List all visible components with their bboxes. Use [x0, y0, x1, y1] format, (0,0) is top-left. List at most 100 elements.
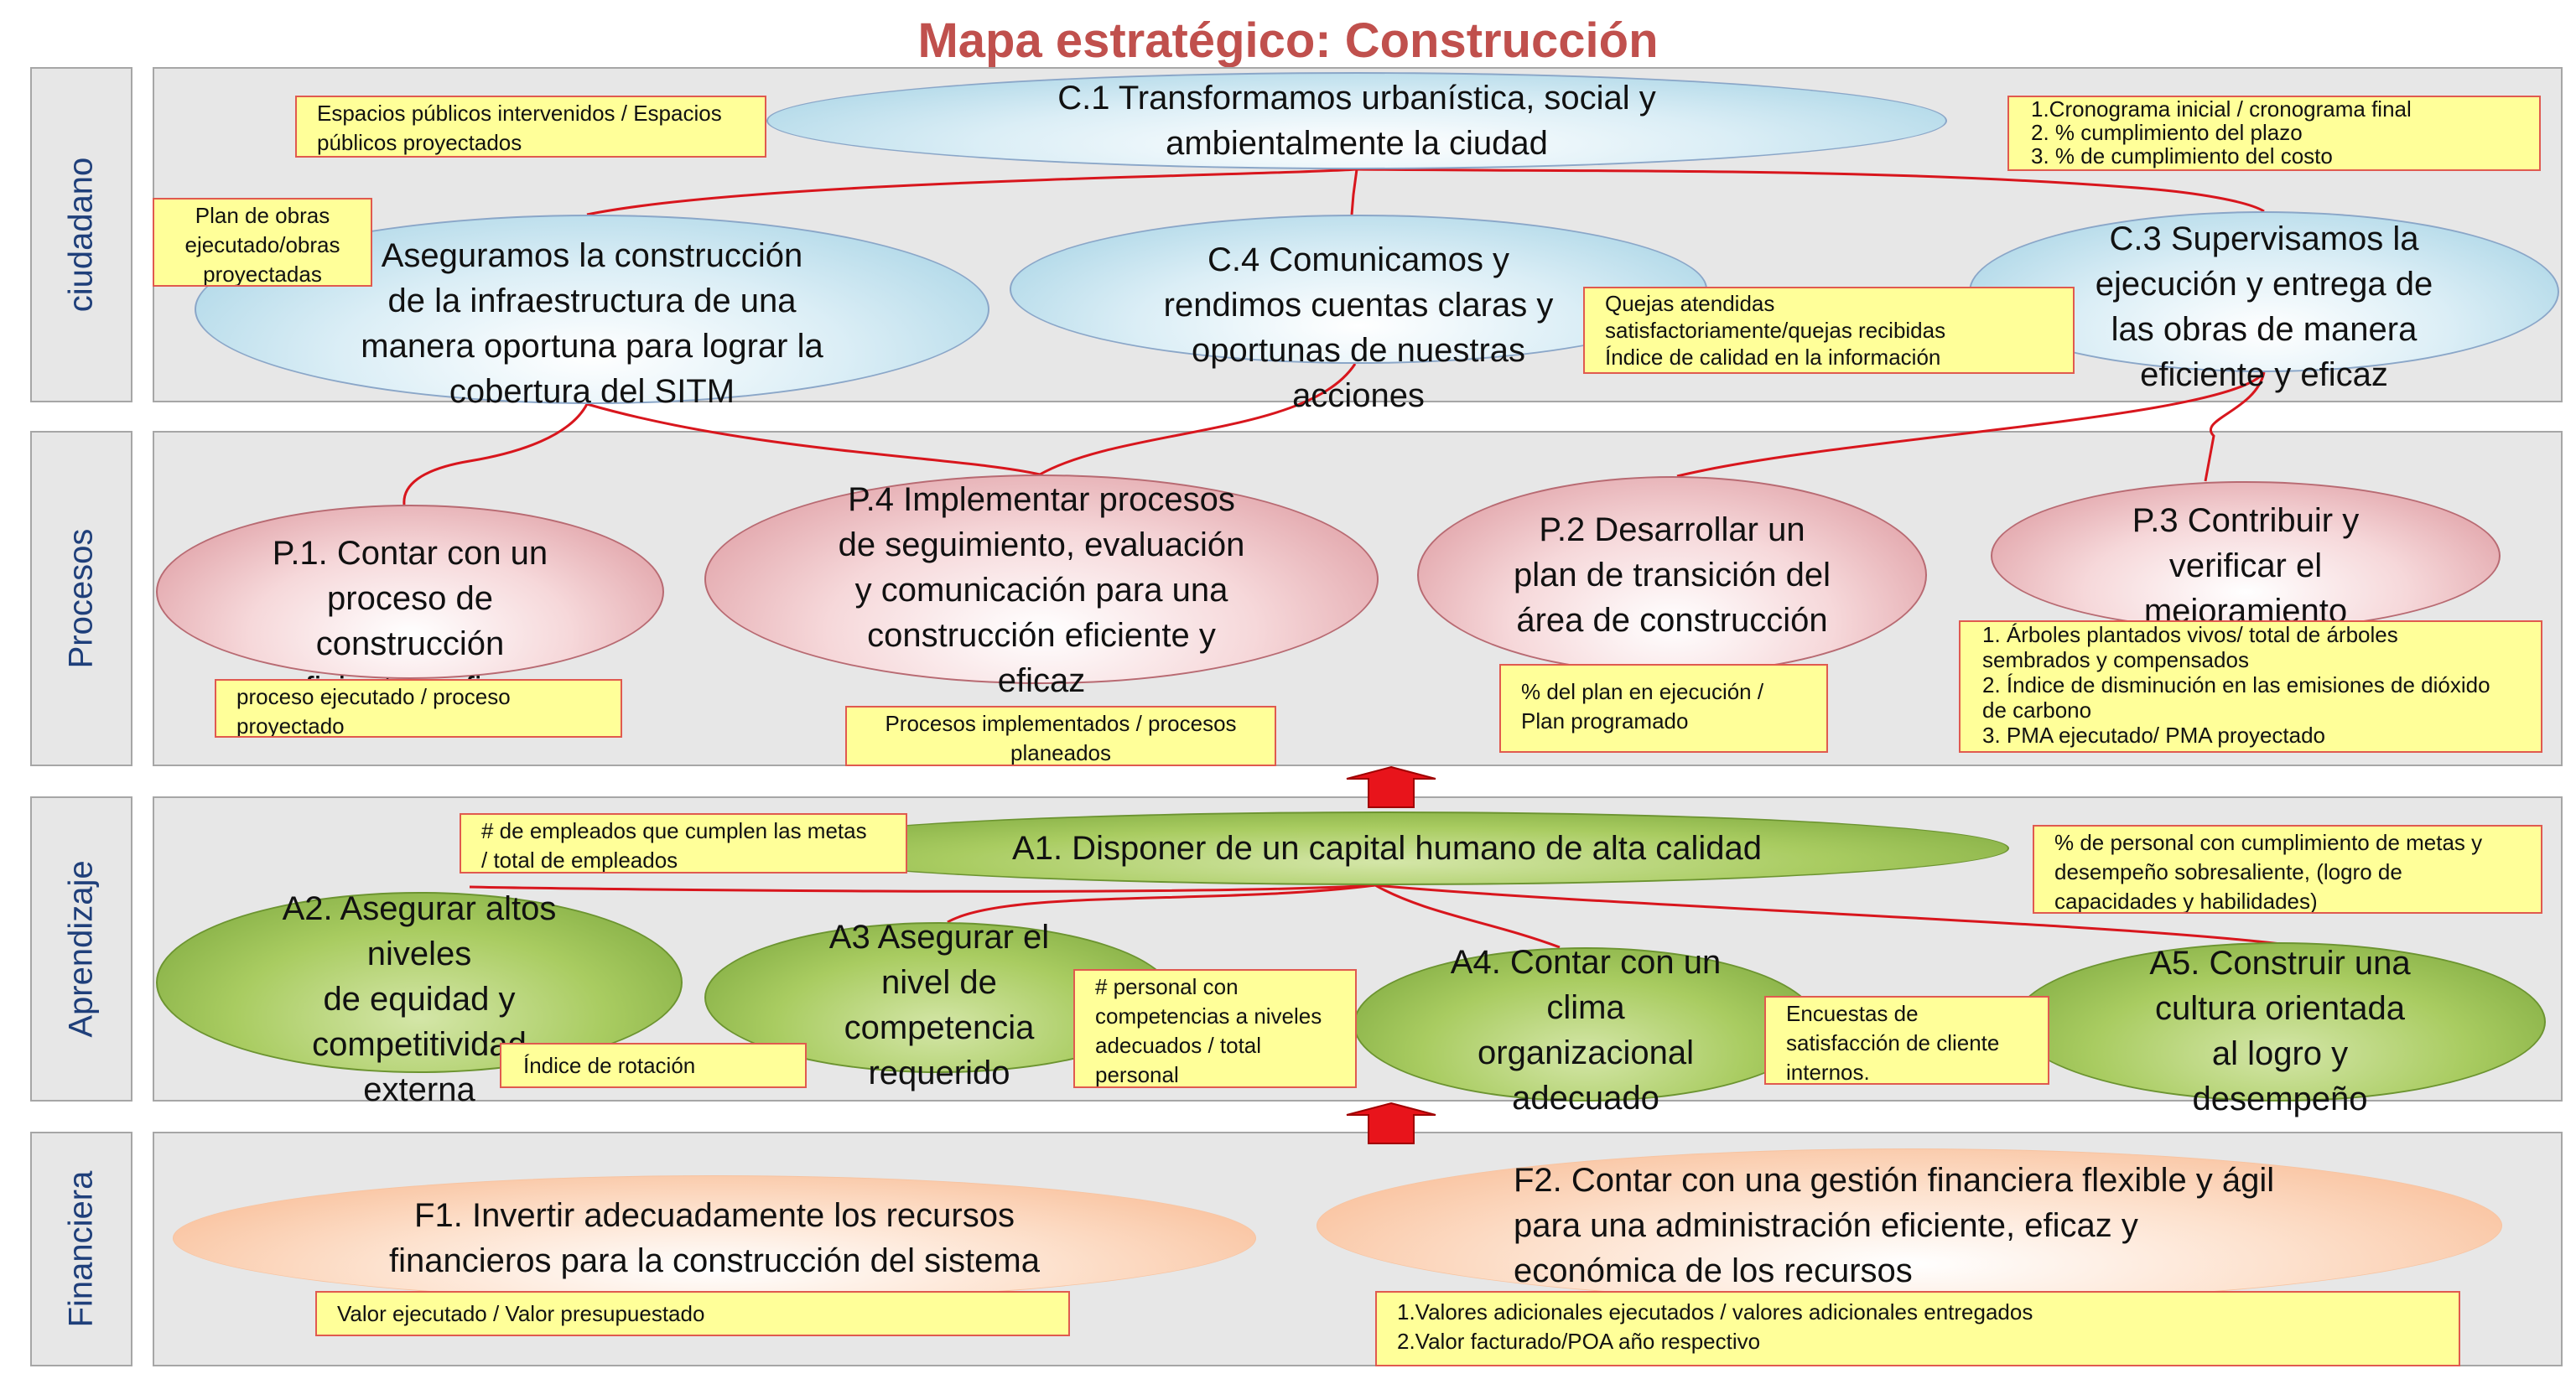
objective-text: acciones: [1292, 377, 1425, 414]
indicator-text: satisfacción de cliente: [1786, 1030, 2000, 1055]
indicator-text: ejecutado/obras: [184, 232, 340, 257]
objective-text: organizacional: [1478, 1034, 1694, 1071]
objective-text: P.1. Contar con un: [272, 535, 548, 572]
indicator-text: % del plan en ejecución /: [1521, 679, 1764, 704]
objective-text: niveles: [366, 936, 472, 972]
indicator-text: / total de empleados: [481, 848, 678, 873]
indicator-text: sembrados y compensados: [1982, 647, 2249, 672]
indicator-text: públicos proyectados: [317, 130, 522, 155]
indicator-p3: 1. Árboles plantados vivos/ total de árb…: [1959, 620, 2542, 753]
indicator-c2: Plan de obras ejecutado/obras proyectadas: [153, 198, 372, 287]
indicator-text: Valor ejecutado / Valor presupuestado: [337, 1301, 705, 1326]
indicator-text: 3. % de cumplimiento del costo: [2031, 143, 2333, 168]
objective-text: de seguimiento, evaluación: [838, 526, 1245, 563]
connector-c4-p4: [1039, 363, 1357, 476]
indicator-text: capacidades y habilidades): [2054, 889, 2318, 914]
indicator-text: planeados: [1010, 740, 1111, 765]
objective-text: económica de los recursos: [1514, 1252, 1913, 1289]
objective-text: externa: [363, 1071, 475, 1108]
perspective-financiera: Financiera: [30, 1132, 132, 1366]
objective-text: verificar el: [2168, 547, 2323, 584]
objective-text: F1. Invertir adecuadamente los recursos: [414, 1197, 1015, 1234]
objective-text: financieros para la construcción del sis…: [389, 1242, 1040, 1279]
indicator-text: Índice de rotación: [523, 1053, 696, 1078]
connector-c2-p1: [402, 403, 589, 505]
indicator-text: % de personal con cumplimiento de metas …: [2054, 830, 2483, 855]
perspective-procesos: Procesos: [30, 431, 132, 766]
connector-c1-c3: [1356, 168, 2265, 213]
objective-text: F2. Contar con una gestión financiera fl…: [1514, 1162, 2275, 1199]
indicator-text: 1. Árboles plantados vivos/ total de árb…: [1982, 622, 2398, 647]
objective-text: desempeño: [2192, 1081, 2368, 1117]
objective-text: competitividad: [312, 1026, 527, 1063]
objective-a1: A1. Disponer de un capital humano de alt…: [765, 811, 2009, 885]
indicator-text: proyectadas: [203, 262, 322, 287]
connector-c2-p4: [586, 402, 1041, 476]
indicator-text: proceso ejecutado / proceso: [236, 684, 511, 709]
objective-text: proceso de: [327, 580, 493, 617]
objective-p2: P.2 Desarrollar un plan de transición del…: [1417, 476, 1927, 674]
objective-text: C.1 Transformamos urbanística, social y: [1057, 80, 1656, 117]
indicator-text: # personal con: [1095, 974, 1239, 999]
indicator-text: Plan programado: [1521, 708, 1689, 734]
objective-text: al logro y: [2211, 1035, 2349, 1072]
indicator-text: proyectado: [236, 713, 345, 738]
objective-text: C.3 Supervisamos la: [2109, 220, 2419, 257]
indicator-p4: Procesos implementados / procesos planead…: [845, 706, 1276, 766]
indicator-text: Plan de obras: [195, 203, 330, 228]
connector-c3-p3: [2204, 371, 2266, 482]
connector-c1-c4: [1350, 168, 1358, 215]
indicator-text: satisfactoriamente/quejas recibidas: [1605, 318, 1946, 343]
objective-text: requerido: [868, 1055, 1010, 1091]
objective-text: y comunicación para una: [854, 572, 1228, 609]
connector-a1-a5: [1374, 884, 2282, 946]
map-title: Mapa estratégico: Construcción: [917, 13, 1659, 68]
objective-text: A1. Disponer de un capital humano de alt…: [1012, 830, 1762, 867]
indicator-f1: Valor ejecutado / Valor presupuestado: [315, 1291, 1070, 1336]
indicator-p2: % del plan en ejecución / Plan programado: [1499, 664, 1828, 753]
objective-text: eficiente y eficaz: [2140, 356, 2388, 393]
indicator-text: internos.: [1786, 1060, 1870, 1085]
objective-text: ejecución y entrega de: [2095, 266, 2433, 303]
objective-text: oportunas de nuestras: [1191, 332, 1526, 369]
indicator-a3: # personal con competencias a niveles adec…: [1073, 969, 1357, 1088]
objective-f2: F2. Contar con una gestión financiera fl…: [1317, 1148, 2502, 1303]
objective-text: plan de transición del: [1513, 557, 1831, 594]
objective-text: competencia: [844, 1009, 1035, 1046]
up-arrow-icon: [1346, 1102, 1436, 1144]
indicator-text: 2.Valor facturado/POA año respectivo: [1397, 1329, 1761, 1354]
indicator-text: Índice de calidad en la información: [1605, 345, 1941, 370]
indicator-p1: proceso ejecutado / proceso proyectado: [215, 679, 622, 738]
indicator-c1: Espacios públicos intervenidos / Espacio…: [295, 96, 766, 158]
objective-f1: F1. Invertir adecuadamente los recursos f…: [173, 1175, 1256, 1301]
indicator-text: personal: [1095, 1062, 1179, 1087]
indicator-text: Quejas atendidas: [1605, 291, 1775, 316]
indicator-f2: 1.Valores adicionales ejecutados / valor…: [1375, 1291, 2460, 1366]
indicator-text: Procesos implementados / procesos: [885, 711, 1237, 736]
indicator-text: de carbono: [1982, 697, 2092, 723]
indicator-a5: % de personal con cumplimiento de metas …: [2033, 825, 2542, 914]
perspective-ciudadano: ciudadano: [30, 67, 132, 402]
objective-text: A2. Asegurar altos: [282, 890, 557, 927]
objective-text: P.2 Desarrollar un: [1539, 511, 1805, 548]
objective-text: las obras de manera: [2111, 311, 2418, 348]
indicator-text: # de empleados que cumplen las metas: [481, 818, 867, 843]
objective-text: de la infraestructura de una: [387, 283, 797, 319]
indicator-a2: Índice de rotación: [500, 1043, 807, 1088]
indicator-text: Espacios públicos intervenidos / Espacio…: [317, 101, 722, 126]
objective-text: rendimos cuentas claras y: [1163, 287, 1554, 324]
connector-c1-c2: [586, 168, 1358, 216]
indicator-text: 2. Índice de disminución en las emisione…: [1982, 672, 2490, 697]
indicator-text: adecuados / total: [1095, 1033, 1262, 1058]
up-arrow-icon: [1346, 765, 1436, 808]
indicator-text: competencias a niveles: [1095, 1003, 1322, 1029]
objective-text: manera oportuna para lograr la: [361, 328, 823, 365]
objective-text: cobertura del SITM: [449, 373, 735, 410]
